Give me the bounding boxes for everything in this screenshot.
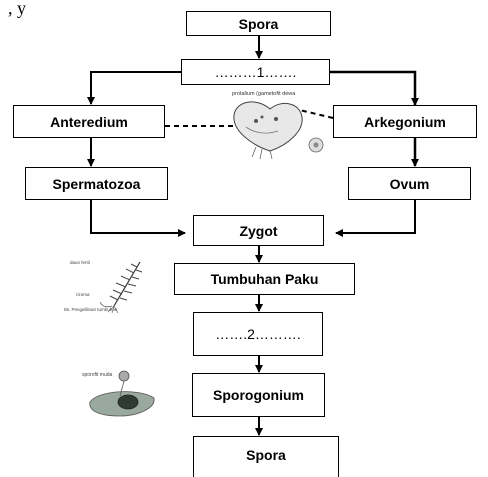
arrow-blank1-to-arkegonium (330, 70, 419, 106)
node-zygot: Zygot (193, 215, 324, 246)
node-arkegonium: Arkegonium (333, 105, 477, 138)
top-text-fragment: , y (8, 0, 26, 18)
arrow-blank1-to-anteredium (87, 71, 181, 105)
svg-text:rizoma: rizoma (76, 292, 90, 297)
node-blank-2: …….2………. (193, 312, 323, 356)
prothallium-label: protalium (gametofit dewa (232, 91, 296, 97)
node-sporogonium: Sporogonium (192, 373, 325, 417)
arrow-spermatozoa-to-zygot (90, 200, 186, 237)
node-tumbuhan-paku: Tumbuhan Paku (174, 263, 355, 295)
fern-plant-illustration: daun fertil rizoma 55. Pengelilinan tumb… (64, 260, 143, 314)
node-anteredium: Anteredium (13, 105, 165, 138)
node-spora-bottom: Spora (193, 436, 339, 477)
svg-text:daun fertil: daun fertil (70, 260, 90, 265)
node-spermatozoa: Spermatozoa (25, 167, 168, 200)
node-ovum: Ovum (348, 167, 471, 200)
node-spora-top: Spora (186, 11, 331, 36)
sporogonium-label: sporofit muda (82, 372, 113, 378)
prothallium-illustration: protalium (gametofit dewa (232, 91, 324, 160)
fern-caption: 55. Pengelilinan tumbuhan (64, 307, 118, 312)
arrow-ovum-to-zygot (335, 200, 416, 237)
node-blank-1: ………1……. (181, 59, 330, 85)
sporogonium-illustration: sporofit muda (82, 370, 155, 417)
